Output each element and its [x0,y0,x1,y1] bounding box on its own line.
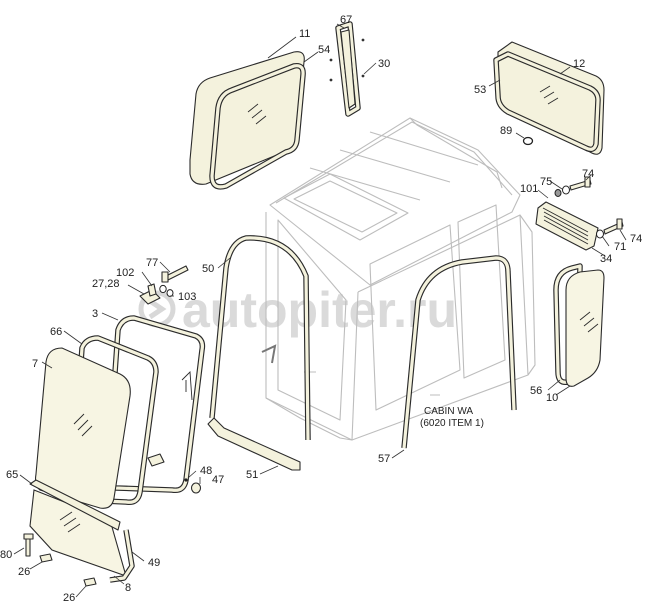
window-10 [565,269,605,387]
cabin-caption-line2: (6020 ITEM 1) [420,418,484,429]
latch-hardware [139,265,189,305]
clip-48-47 [184,478,202,494]
cabin-caption-line1: CABIN WA [424,406,473,417]
label-48: 48 [200,465,212,477]
seal-54 [209,62,306,190]
label-54: 54 [318,44,330,56]
label-49: 49 [148,557,160,569]
seal-50 [209,235,311,441]
label-102: 102 [116,267,134,279]
label-80: 80 [0,549,12,561]
leader-lines [13,23,627,598]
label-74a: 74 [582,168,594,180]
label-10: 10 [546,392,558,404]
label-103: 103 [178,291,196,303]
bolt-80 [23,533,34,557]
rail-51 [207,417,301,471]
label-77: 77 [146,257,158,269]
label-47: 47 [212,474,224,486]
watermark: autopiter.ru [138,282,457,338]
label-53: 53 [474,84,486,96]
label-27-28: 27,28 [92,278,120,290]
label-57: 57 [378,453,390,465]
label-66: 66 [50,326,62,338]
seal-57 [401,255,517,449]
label-56: 56 [530,385,542,397]
label-89: 89 [500,125,512,137]
label-74b: 74 [630,233,642,245]
windshield-glass-7 [34,347,131,509]
channel-49 [109,529,135,583]
label-30: 30 [378,58,390,70]
stopper-26a [39,553,53,563]
label-75: 75 [540,176,552,188]
cabin-caption: CABIN WA (6020 ITEM 1) [420,406,484,429]
label-67: 67 [340,14,352,26]
stopper-26b [83,577,97,587]
seal-65 [29,479,121,531]
label-12: 12 [573,58,585,70]
label-3: 3 [92,308,98,320]
part-labels: 11 67 54 30 12 53 89 74 75 101 71 74 34 … [0,14,642,604]
label-11: 11 [299,28,310,40]
label-34: 34 [600,253,612,265]
label-65: 65 [6,469,18,481]
label-26b: 26 [63,592,75,604]
label-51: 51 [246,469,258,481]
watermark-text: autopiter.ru [182,282,457,338]
label-101: 101 [520,183,538,195]
label-26a: 26 [18,566,30,578]
label-71: 71 [614,241,626,253]
cabin-body [261,117,536,441]
bolts-and-washers [554,176,624,239]
seal-53 [493,51,601,153]
vent-grille-34 [535,201,599,251]
oring-89 [522,136,534,146]
label-7: 7 [32,358,38,370]
narrow-seal-67 [329,21,365,117]
label-50: 50 [202,263,214,275]
label-8: 8 [125,582,131,594]
